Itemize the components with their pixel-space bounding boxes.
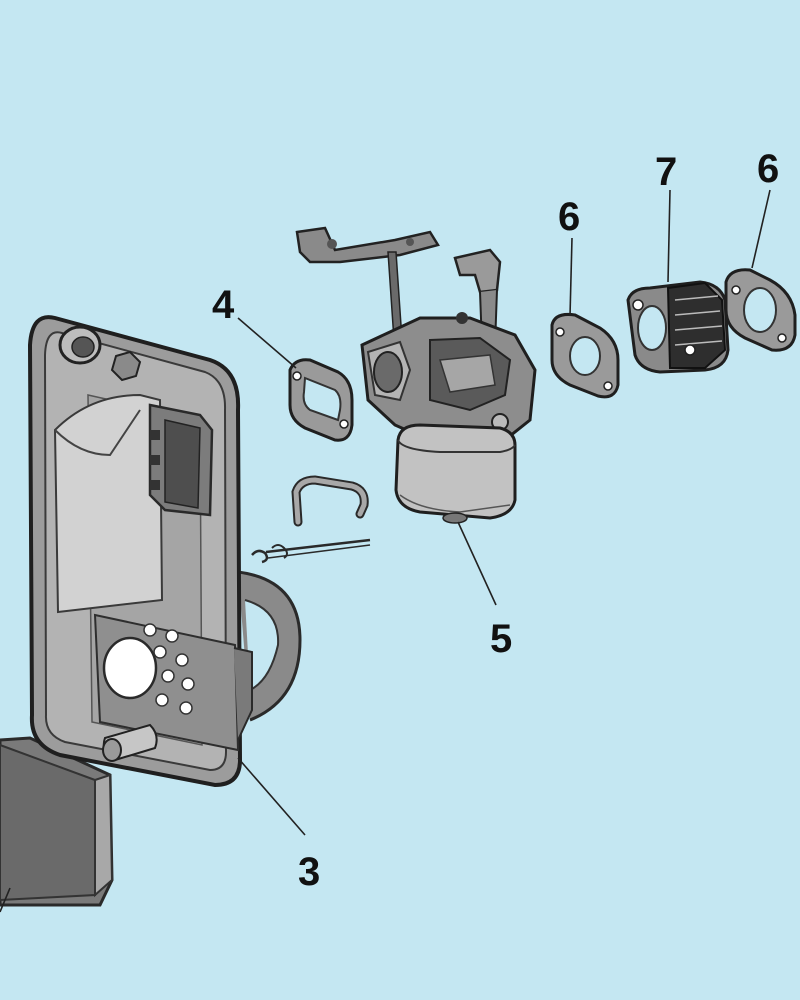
callout-4-label: 4 — [212, 283, 235, 327]
leader-5 — [457, 521, 497, 606]
retaining-clip — [291, 475, 369, 527]
leader-7 — [667, 189, 671, 283]
leader-3 — [237, 757, 306, 836]
callout-5-label: 5 — [490, 617, 512, 661]
callout-6a-label: 6 — [558, 195, 580, 239]
leader-filter — [0, 887, 11, 913]
spring-link — [251, 538, 371, 564]
leader-6b — [751, 189, 771, 269]
leader-4 — [237, 317, 297, 369]
carburetor — [295, 226, 537, 524]
callout-6b-label: 6 — [757, 147, 779, 191]
insulator-spacer — [626, 280, 730, 374]
gasket-6a — [550, 313, 620, 399]
callout-3-label: 3 — [298, 850, 320, 894]
callout-7-label: 7 — [655, 150, 677, 194]
gasket-4 — [288, 358, 354, 442]
air-filter-element — [0, 736, 114, 907]
gasket-6b — [724, 268, 797, 352]
leader-6a — [569, 237, 573, 317]
air-cleaner-housing — [27, 315, 302, 788]
